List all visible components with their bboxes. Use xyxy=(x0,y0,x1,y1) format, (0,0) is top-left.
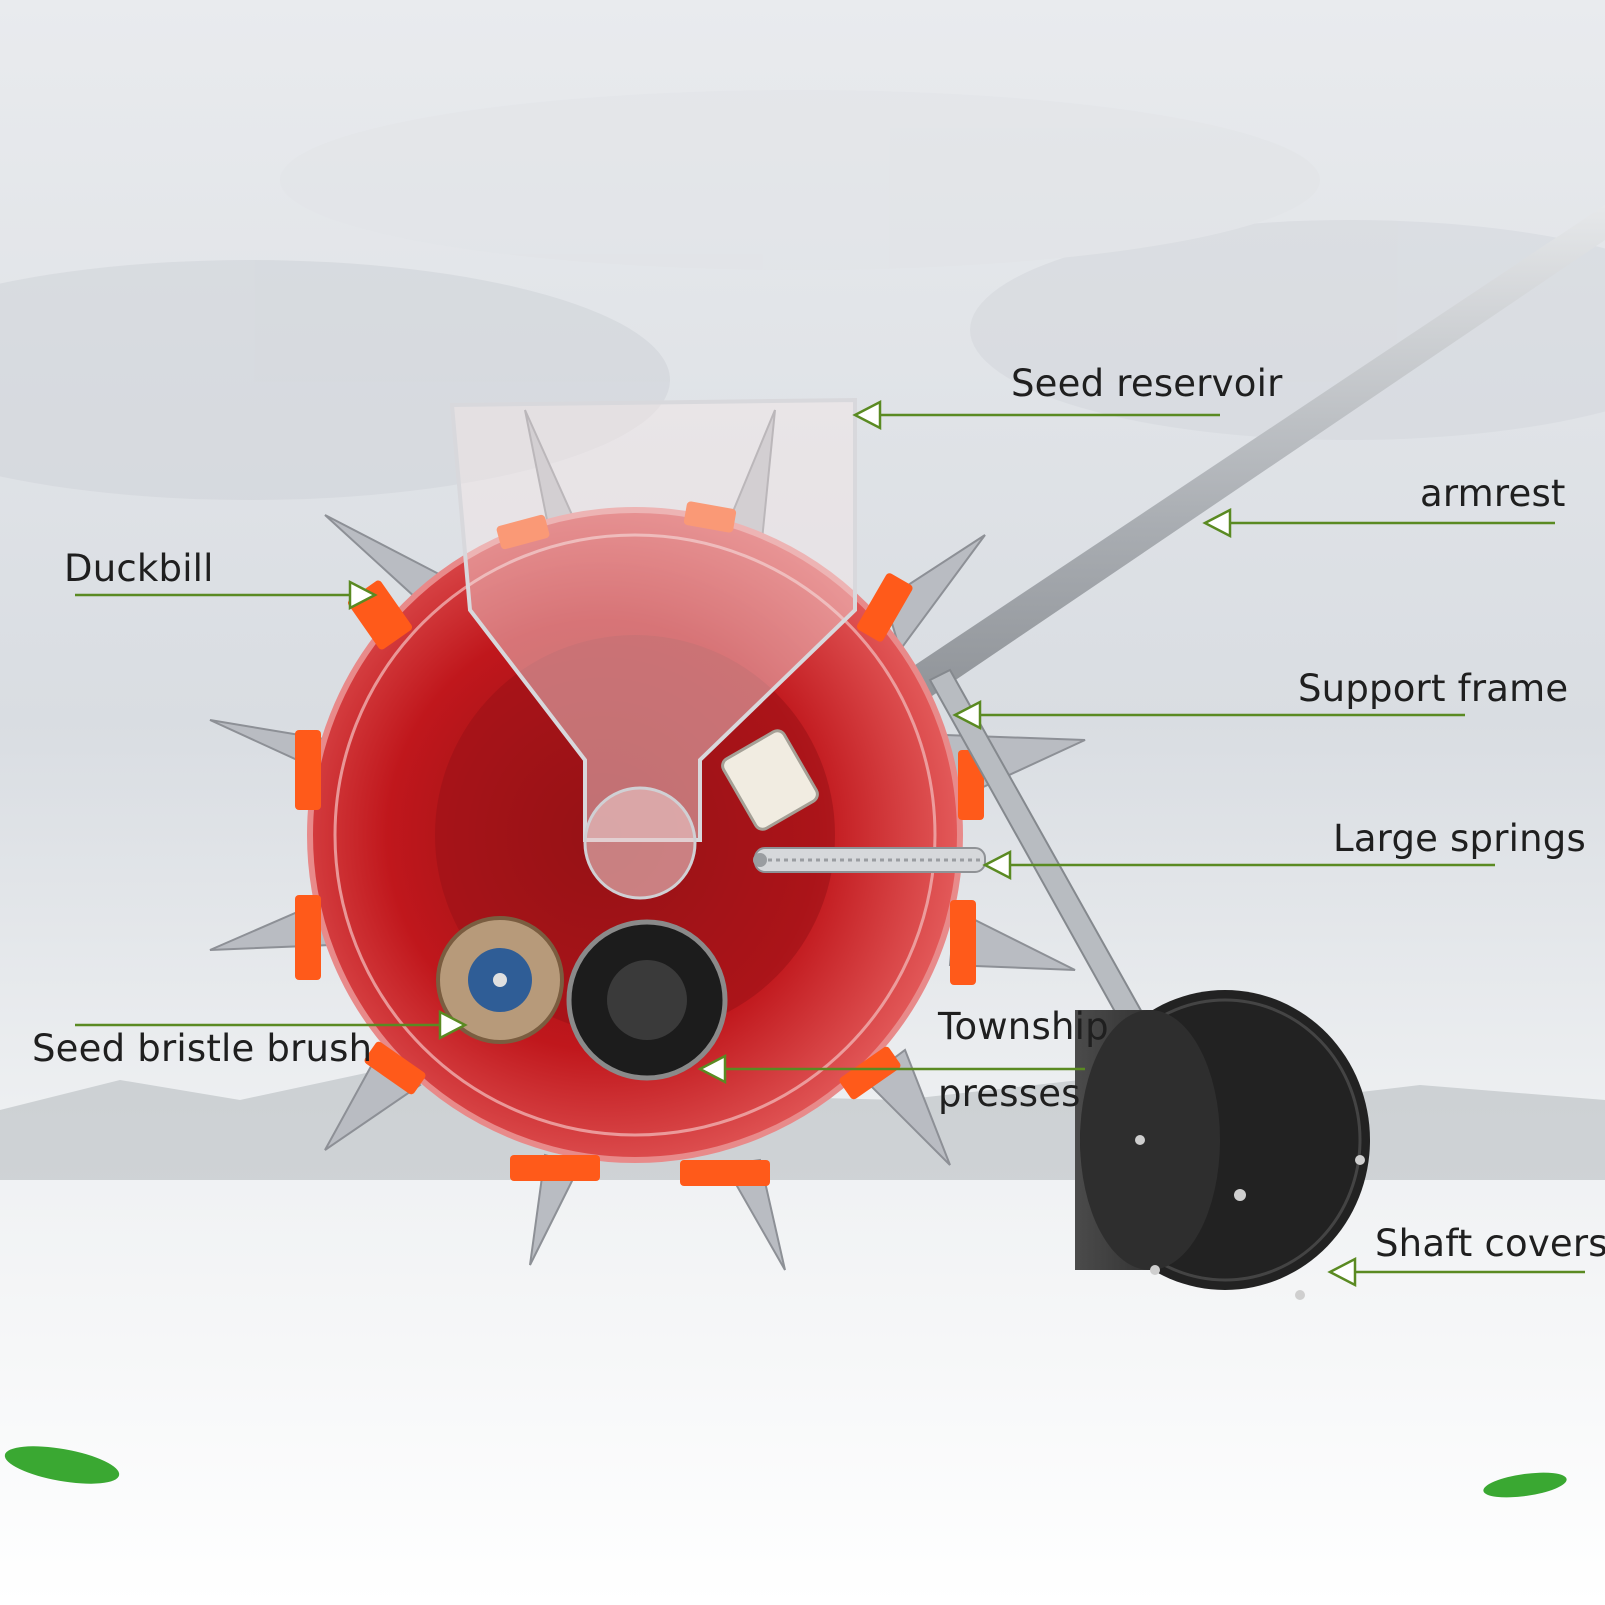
leaf-right-icon xyxy=(1483,1472,1567,1498)
label-large-springs: Large springs xyxy=(1333,817,1586,860)
clouds xyxy=(0,90,1605,500)
label-armrest: armrest xyxy=(1420,472,1566,515)
handle-clamp xyxy=(721,729,819,831)
shaft-cover-roller xyxy=(1075,990,1370,1300)
duckbill-tabs xyxy=(295,501,984,1186)
label-shaft-covers: Shaft covers xyxy=(1375,1222,1605,1265)
leaf-left-icon xyxy=(4,1446,120,1484)
large-spring xyxy=(753,847,986,873)
label-township-line1: Township xyxy=(938,1005,1109,1048)
label-seed-bristle-brush: Seed bristle brush xyxy=(32,1027,373,1070)
seed-reservoir xyxy=(449,397,857,842)
label-township-line2: presses xyxy=(938,1072,1081,1115)
label-duckbill: Duckbill xyxy=(64,547,214,590)
leader-lines xyxy=(75,399,1585,1288)
label-seed-reservoir: Seed reservoir xyxy=(1011,362,1283,405)
label-support-frame: Support frame xyxy=(1298,667,1569,710)
